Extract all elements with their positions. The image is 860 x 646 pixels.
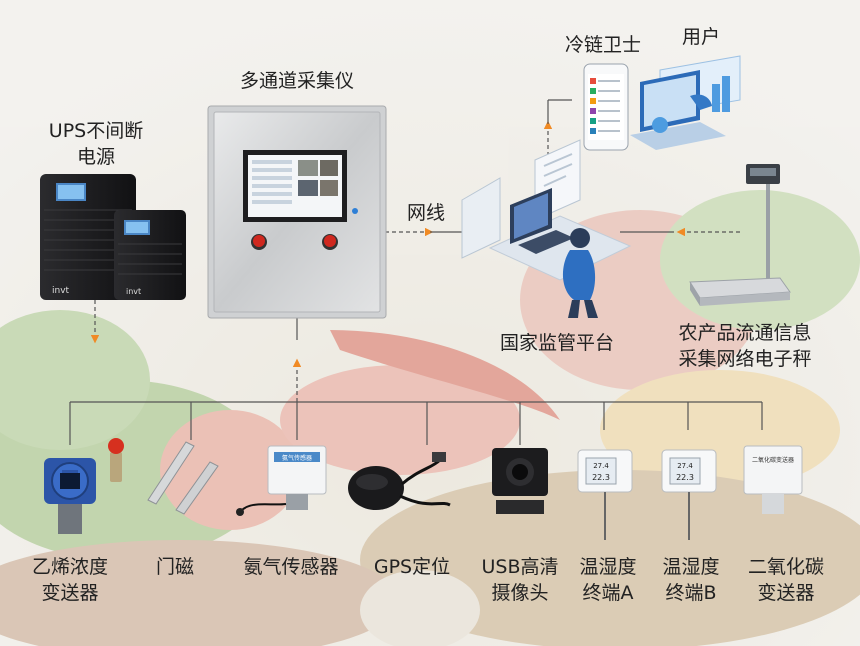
cold-chain-guard-label: 冷链卫士	[564, 34, 641, 56]
user-laptop-illustration	[630, 55, 741, 150]
sensor-label-usb-camera: USB高清 摄像头	[481, 556, 559, 604]
sensor-label-ammonia: 氨气传感器	[243, 556, 339, 578]
th-a-reading-top: 27.4	[593, 462, 609, 470]
ups-brand-label-small: invt	[126, 287, 141, 296]
network-cable-label: 网线	[406, 202, 445, 224]
ammonia-sensor-illustration: 氨气传感器	[236, 445, 327, 516]
collector-label: 多通道采集仪	[239, 70, 354, 92]
scale-illustration	[689, 164, 791, 306]
th-a-reading-bottom: 22.3	[592, 473, 610, 482]
th-b-reading-top: 27.4	[677, 462, 693, 470]
sensor-label-ethylene: 乙烯浓度 变送器	[31, 556, 108, 604]
sensor-label-th-b: 温湿度 终端B	[662, 556, 720, 604]
usb-camera-illustration	[492, 448, 548, 514]
th-terminal-a-illustration: 27.4 22.3	[577, 449, 633, 540]
sensor-label-door-magnet: 门磁	[155, 556, 194, 578]
co2-transmitter-illustration: 二氧化碳变送器	[743, 445, 803, 514]
co2-plate-label: 二氧化碳变送器	[752, 456, 794, 464]
th-terminal-b-illustration: 27.4 22.3	[661, 449, 717, 540]
door-magnet-illustration	[147, 441, 219, 515]
collector-cabinet	[207, 105, 387, 319]
platform-label: 国家监管平台	[499, 332, 614, 354]
connector-lines	[69, 99, 763, 445]
sensor-label-gps: GPS定位	[373, 556, 451, 578]
sensor-label-th-a: 温湿度 终端A	[579, 556, 637, 604]
ups-label: UPS不间断 电源	[48, 120, 144, 168]
user-label: 用户	[681, 26, 720, 48]
phone-illustration	[583, 63, 629, 151]
gps-illustration	[348, 452, 451, 510]
ethylene-transmitter-illustration	[44, 438, 124, 534]
ups-device: invt invt	[40, 174, 186, 300]
sensor-label-co2: 二氧化碳 变送器	[747, 556, 824, 604]
scale-label: 农产品流通信息 采集网络电子秤	[678, 322, 812, 370]
ammonia-plate-label: 氨气传感器	[282, 454, 312, 462]
th-b-reading-bottom: 22.3	[676, 473, 694, 482]
ups-brand-label: invt	[52, 286, 70, 296]
platform-illustration	[461, 139, 632, 318]
